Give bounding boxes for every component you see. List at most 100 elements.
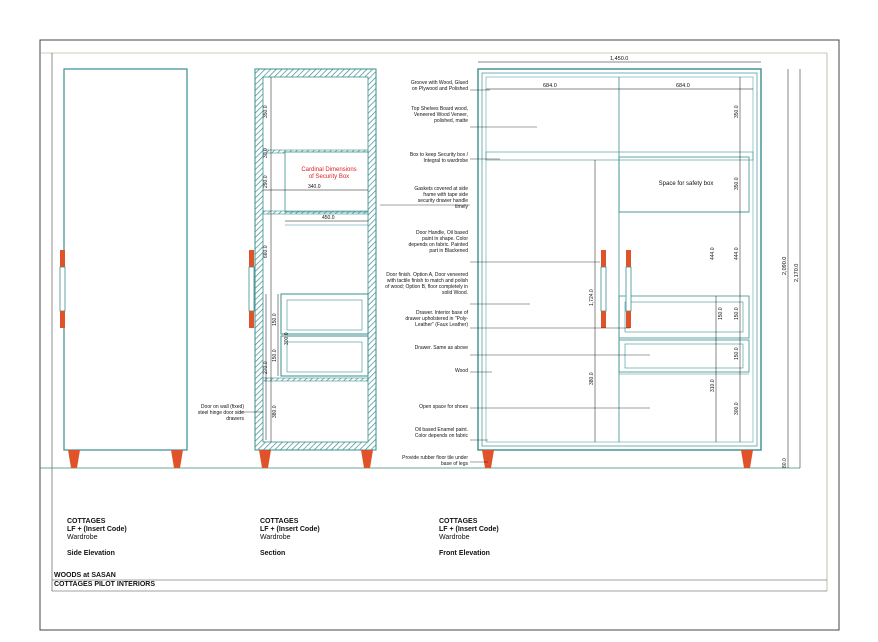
- dim-r8: 310.0: [710, 379, 716, 392]
- dim-box-h: 290.0: [263, 175, 269, 188]
- front-handle-left-top: [601, 250, 606, 267]
- section-red-note: Cardinal Dimensions of Security Box: [301, 167, 357, 180]
- front-handle-left-bar: [600, 266, 607, 312]
- view-item: Wardrobe: [439, 534, 470, 541]
- front-drawer-2-inner: [624, 343, 744, 369]
- section-security-box: [284, 151, 369, 213]
- view-code: COTTAGES: [67, 518, 106, 525]
- view-name: Front Elevation: [439, 550, 490, 557]
- view-code: COTTAGES: [439, 518, 478, 525]
- dim-half-right: 684.0: [676, 83, 690, 89]
- dim-r1: 350.0: [734, 105, 740, 118]
- section-drawer-2-inner: [286, 341, 363, 373]
- section-handle-bar: [248, 266, 255, 312]
- section-leg-left: [259, 450, 271, 468]
- dim-half-left: 684.0: [543, 83, 557, 89]
- side-leg-left: [68, 450, 80, 468]
- sheet-border: [39, 39, 840, 631]
- annotation-12: Provide rubber floor tile under base of …: [402, 455, 468, 467]
- view-block-side: COTTAGES LF + (Insert Code) Wardrobe Sid…: [67, 518, 217, 558]
- annotation-5: Door Handle, Oil based paint in shape. C…: [408, 230, 469, 254]
- dim-gap: 30.0: [263, 148, 269, 158]
- view-item: Wardrobe: [260, 534, 291, 541]
- dim-inner-h: 1,724.0: [589, 289, 595, 306]
- section-shelf-2: [262, 210, 369, 215]
- front-outer: [477, 68, 762, 451]
- dim-r9: 300.0: [734, 402, 740, 415]
- side-leg-right: [171, 450, 183, 468]
- annotation-1: Groove with Wood, Glued on Plywood and P…: [410, 80, 468, 92]
- front-leg-left: [482, 450, 494, 468]
- dim-r2: 350.0: [734, 177, 740, 190]
- section-shelf-3: [262, 377, 369, 382]
- section-handle-bottom: [249, 311, 254, 328]
- view-lf: LF + (Insert Code): [439, 526, 499, 533]
- view-lf: LF + (Insert Code): [67, 526, 127, 533]
- dim-overall-h: 2,090.0: [782, 257, 788, 275]
- front-handle-right-bottom: [626, 311, 631, 328]
- front-drawer-1-inner: [624, 301, 744, 333]
- section-drawer-2: [280, 335, 369, 377]
- annotation-4: Gaskets covered at side frame with tape …: [414, 186, 468, 210]
- view-name: Section: [260, 550, 286, 557]
- section-drawer-1: [280, 293, 369, 335]
- section-drawer-1-inner: [286, 299, 363, 331]
- side-handle-bar: [59, 266, 66, 312]
- dim-r6: 150.0: [734, 307, 740, 320]
- dim-legs: 80.0: [782, 458, 788, 468]
- annotation-7: Drawer. Interior base of drawer upholste…: [405, 310, 468, 328]
- annotation-8: Drawer. Same as above: [414, 345, 468, 351]
- dim-top-shelf: 350.0: [263, 105, 269, 118]
- dim-lower: 380.0: [272, 405, 278, 418]
- annotation-10: Open space for shoes: [419, 404, 468, 410]
- project-title-1: WOODS at SASAN: [54, 572, 116, 579]
- view-item: Wardrobe: [67, 534, 98, 541]
- section-interior: [262, 76, 369, 443]
- front-outer-2: [481, 72, 758, 447]
- front-security-note: Space for safety box: [658, 181, 714, 187]
- side-body: [63, 68, 188, 451]
- project-title-2: COTTAGES PILOT INTERIORS: [54, 581, 155, 588]
- front-handle-right-top: [626, 250, 631, 267]
- front-drawer-1: [618, 295, 750, 339]
- front-handle-right-bar: [625, 266, 632, 312]
- dim-r4: 444.0: [734, 247, 740, 260]
- dim-box-w: 340.0: [308, 184, 321, 190]
- front-handle-left-bottom: [601, 311, 606, 328]
- dim-lower2: 300.0: [284, 332, 290, 345]
- dim-r7: 150.0: [734, 347, 740, 360]
- section-handle-top: [249, 250, 254, 267]
- annotation-9: Wood: [455, 368, 468, 374]
- section-leg-right: [361, 450, 373, 468]
- side-elevation: [59, 68, 188, 468]
- annotation-6: Door finish. Option A, Door veneered wit…: [385, 272, 468, 296]
- view-name: Side Elevation: [67, 550, 115, 557]
- dim-lower-h: 380.0: [589, 372, 595, 385]
- view-lf: LF + (Insert Code): [260, 526, 320, 533]
- side-handle-bottom: [60, 311, 65, 328]
- side-handle-top: [60, 250, 65, 267]
- dim-r3: 444.0: [710, 247, 716, 260]
- dim-r5: 150.0: [718, 307, 724, 320]
- dim-drawer2: 150.0: [272, 349, 278, 362]
- section-view: [248, 68, 377, 468]
- front-drawer-2: [618, 339, 750, 373]
- dim-mid: 660.0: [263, 245, 269, 258]
- annotation-11: Oil based Enamel paint. Color depends on…: [414, 427, 468, 439]
- front-elevation: [240, 61, 801, 468]
- front-security-shelf: [485, 151, 754, 161]
- annotation-3: Box to keep Security box / Integral to w…: [409, 152, 468, 164]
- dim-inner-w: 450.0: [322, 215, 335, 221]
- view-code: COTTAGES: [260, 518, 299, 525]
- front-outer-3: [485, 76, 754, 443]
- annotation-2: Top Shelves Board wood, Veneered Wood Ve…: [411, 106, 468, 124]
- view-block-section: COTTAGES LF + (Insert Code) Wardrobe Sec…: [260, 518, 410, 558]
- dim-drawer-stack: 270.0: [263, 361, 269, 374]
- dim-overall-w: 1,450.0: [610, 56, 628, 62]
- view-block-front: COTTAGES LF + (Insert Code) Wardrobe Fro…: [439, 518, 589, 558]
- section-left-note: Door on wall (fixed) steel hinge door si…: [197, 404, 244, 422]
- front-leg-right: [741, 450, 753, 468]
- dim-drawer1: 150.0: [272, 313, 278, 326]
